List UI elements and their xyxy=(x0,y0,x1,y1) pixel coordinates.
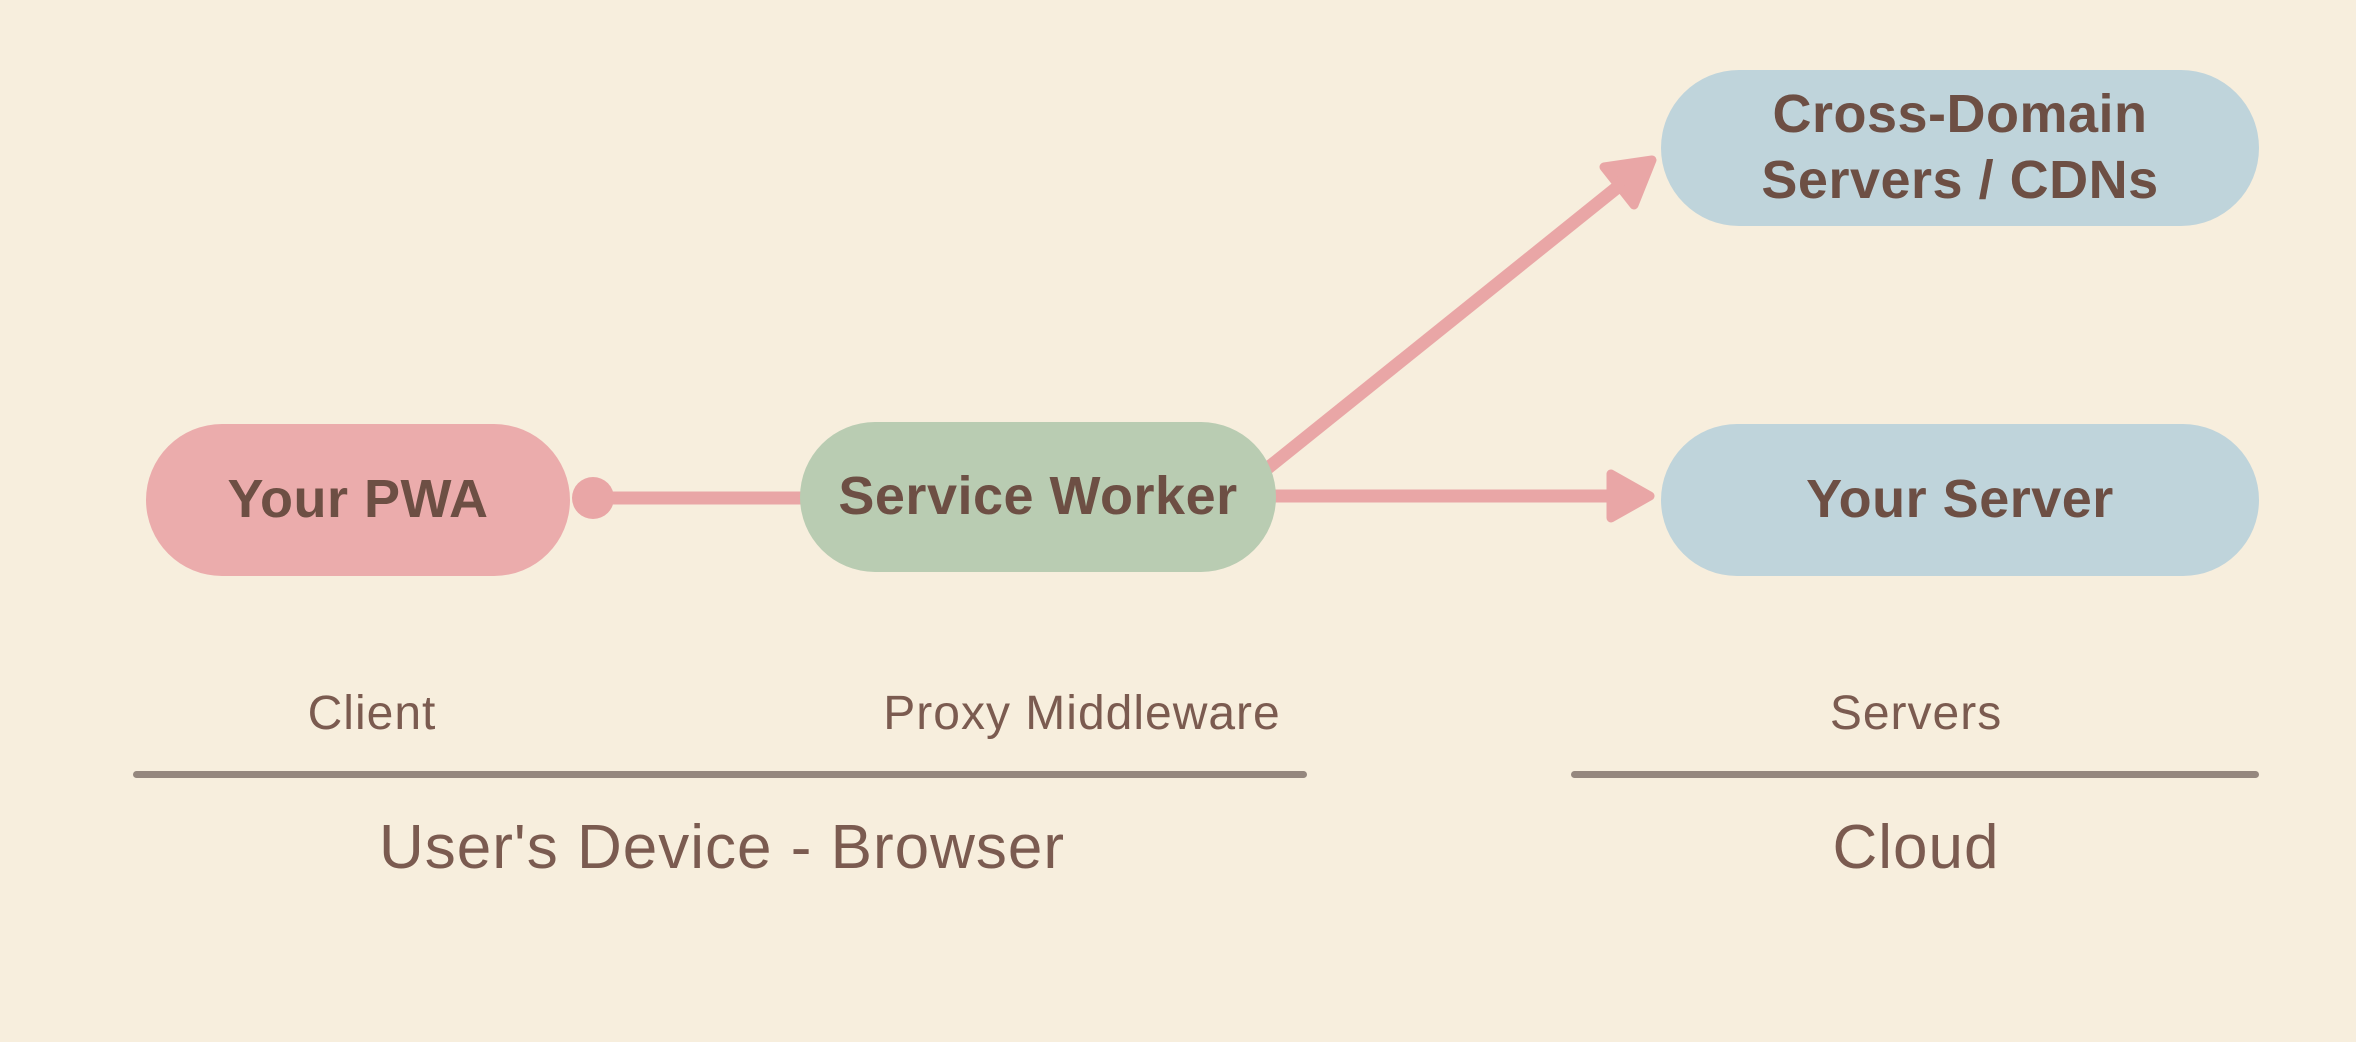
cloud-zone-divider xyxy=(1571,771,2259,778)
zone-label-cloud: Cloud xyxy=(1832,813,2000,882)
node-your-pwa-label: Your PWA xyxy=(227,469,489,530)
node-your-pwa: Your PWA xyxy=(146,424,570,576)
zone-label-users-device: User's Device - Browser xyxy=(379,813,1065,882)
node-cross-domain-label-line2: Servers / CDNs xyxy=(1761,150,2159,210)
node-service-worker-label: Service Worker xyxy=(838,466,1238,527)
sw-to-cdn-line xyxy=(1233,180,1624,498)
node-cross-domain-label-line1: Cross-Domain xyxy=(1772,84,2148,145)
role-label-proxy-middleware: Proxy Middleware xyxy=(883,687,1281,740)
sw-to-cdn-arrowhead xyxy=(1599,155,1657,210)
sw-to-server-arrowhead xyxy=(1606,469,1655,523)
node-service-worker: Service Worker xyxy=(800,422,1276,572)
node-cross-domain: Cross-Domain Servers / CDNs xyxy=(1661,70,2259,226)
node-your-server-label: Your Server xyxy=(1806,469,2114,530)
device-zone-divider xyxy=(133,771,1307,778)
role-label-client: Client xyxy=(307,687,437,740)
pwa-connector-dot xyxy=(572,477,614,519)
role-label-servers: Servers xyxy=(1829,687,2003,740)
node-your-server: Your Server xyxy=(1661,424,2259,576)
